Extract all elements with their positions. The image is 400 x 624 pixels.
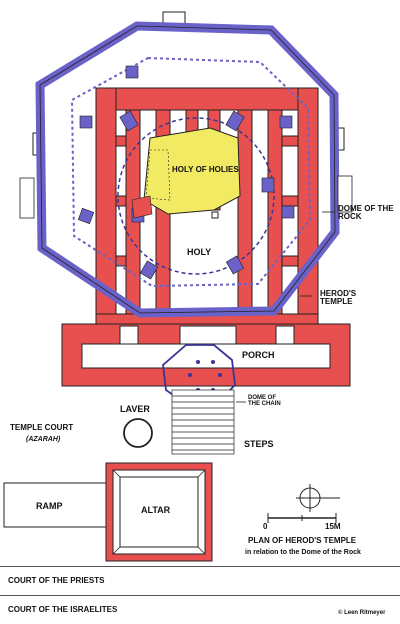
compass-icon <box>296 484 340 512</box>
holy-label: HOLY <box>187 247 212 257</box>
dome-of-rock-inner-arcade <box>70 56 312 288</box>
dome-of-the-rock-label: DOME OF THE ROCK <box>338 204 394 222</box>
laver-label: LAVER <box>120 404 150 414</box>
scale-start-label: 0 <box>263 522 268 531</box>
dome-of-the-chain-label: DOME OF THE CHAIN <box>248 395 281 408</box>
court-of-priests-label: COURT OF THE PRIESTS <box>8 576 105 585</box>
plan-title: PLAN OF HEROD'S TEMPLE <box>248 536 357 545</box>
temple-court-label: TEMPLE COURT <box>10 423 74 432</box>
scale-bar <box>267 513 337 523</box>
dome-piers <box>77 65 295 280</box>
azarah-label: (AZARAH) <box>26 436 61 443</box>
laver-basin <box>123 418 153 448</box>
dome-side-porticoes <box>19 175 353 219</box>
court-of-israelites-label: COURT OF THE ISRAELITES <box>8 605 118 614</box>
dome-drum-circle <box>117 117 275 275</box>
porch-label: PORCH <box>242 350 275 360</box>
court-of-priests-band: COURT OF THE PRIESTS <box>0 566 400 595</box>
leader-lines <box>236 211 335 403</box>
herods-temple-label: HEROD'S TEMPLE <box>320 289 357 307</box>
court-of-israelites-band: COURT OF THE ISRAELITES <box>0 595 400 624</box>
porch-openings <box>81 211 331 369</box>
altar-shape <box>105 462 213 562</box>
altar-label: ALTAR <box>141 505 171 515</box>
holy-of-holies-label: HOLY OF HOLIES <box>172 165 239 174</box>
ramp-label: RAMP <box>36 501 63 511</box>
plan-subtitle: in relation to the Dome of the Rock <box>245 549 361 556</box>
steps-label: STEPS <box>244 439 274 449</box>
scale-end-label: 15M <box>325 522 341 531</box>
temple-steps <box>171 389 235 455</box>
copyright-credit: © Leen Ritmeyer <box>338 610 386 616</box>
ramp-shape <box>3 482 109 528</box>
